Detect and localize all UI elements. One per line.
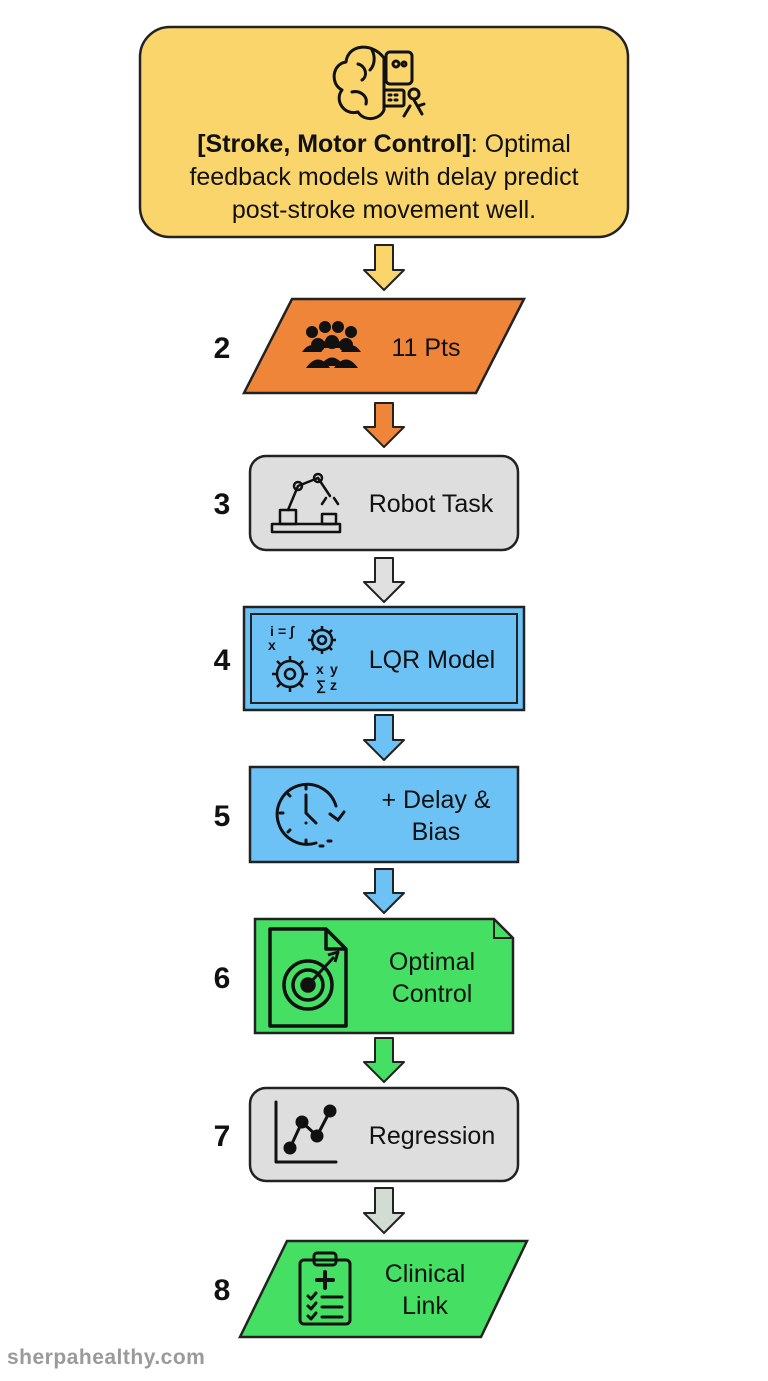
step-5-shape [248,765,520,864]
svg-text:∫: ∫ [289,623,295,640]
step-5-label-line-1: + Delay & [381,786,490,814]
step-3-label: Robot Task [369,490,494,518]
svg-text:=: = [278,623,286,639]
step-2-shape [241,297,527,395]
step-2-number: 2 [214,332,231,365]
svg-text:x: x [268,637,276,653]
header-line-1: [Stroke, Motor Control]: Optimal [197,130,571,158]
svg-text:y: y [330,661,338,677]
svg-text:i: i [270,623,274,639]
header-box-shape [138,25,630,239]
down-arrow-1 [363,244,405,291]
header-bold-text: [Stroke, Motor Control] [197,130,471,158]
line-chart-icon [274,1100,338,1164]
watermark: sherpahealthy.com [7,1346,205,1369]
step-6-fold [493,919,513,939]
step-6-shape [253,917,515,1035]
down-arrow-5 [363,868,405,914]
step-8-number: 8 [214,1274,231,1307]
brain-robot-icon [332,45,426,120]
down-arrow-2 [363,402,405,448]
step-5-number: 5 [214,800,231,833]
step-6-node: 6 Optimal Control [214,917,515,1035]
step-5-node: 5 + Delay & Bias [214,765,520,864]
step-4-number: 4 [214,644,231,677]
connector-arrows [363,244,405,1234]
step-7-number: 7 [214,1120,231,1153]
clock-delay-icon [275,782,346,848]
step-6-label-line-1: Optimal [389,948,475,976]
step-4-inner-border [250,613,518,704]
step-2-label: 11 Pts [391,334,460,362]
header-box: [Stroke, Motor Control]: Optimal feedbac… [138,25,630,239]
step-2-node: 2 11 Pts [214,297,527,395]
step-8-shape [237,1239,529,1339]
svg-text:x: x [316,661,324,677]
header-line-1-rest: : Optimal [471,130,571,158]
down-arrow-6 [363,1037,405,1083]
robot-arm-icon [270,472,342,534]
step-4-label: LQR Model [369,646,495,674]
down-arrow-4 [363,714,405,761]
target-document-icon [268,927,348,1028]
step-7-shape [248,1086,520,1183]
step-8-label-line-2: Link [402,1292,448,1320]
clipboard-medical-icon [298,1251,352,1326]
down-arrow-7 [363,1187,405,1234]
step-8-node: 8 Clinical Link [214,1239,529,1339]
step-8-label-line-1: Clinical [385,1260,466,1288]
svg-text:∑: ∑ [316,677,326,694]
people-group-icon [302,321,361,368]
down-arrow-3 [363,557,405,603]
step-5-label-line-2: Bias [412,818,461,846]
step-7-label: Regression [369,1122,495,1150]
header-line-2: feedback models with delay predict [189,163,578,191]
step-6-label-line-2: Control [392,980,473,1008]
gears-math-icon [272,626,336,692]
step-3-node: 3 Robot Task [214,454,520,552]
step-7-node: 7 Regression [214,1086,520,1183]
svg-text:z: z [330,677,337,693]
header-line-3: post-stroke movement well. [232,196,536,224]
step-6-number: 6 [214,962,231,995]
step-3-number: 3 [214,488,231,521]
